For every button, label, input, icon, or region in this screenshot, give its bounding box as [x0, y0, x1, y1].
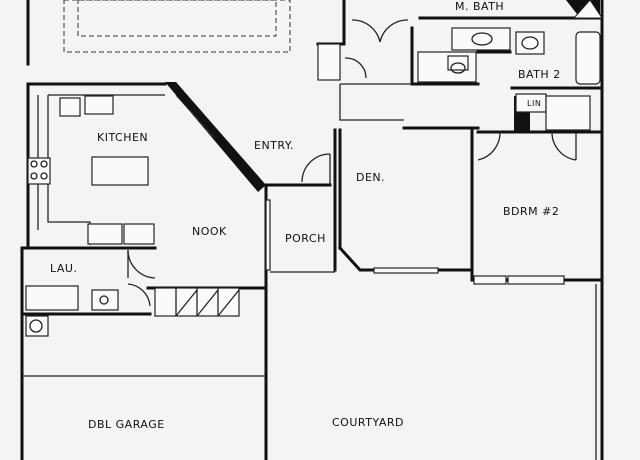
- master-bedroom-area: [63, 0, 291, 53]
- master-bath-area: [342, 0, 603, 86]
- label-bath-2: BATH 2: [518, 68, 561, 81]
- label-m-bath: M. BATH: [455, 0, 504, 13]
- hallway-area: [316, 42, 512, 121]
- label-porch: PORCH: [285, 232, 326, 245]
- label-nook: NOOK: [192, 225, 227, 238]
- laundry-area: [25, 283, 151, 337]
- bathtub: [575, 31, 601, 85]
- label-kitchen: KITCHEN: [97, 131, 148, 144]
- kitchen-island: [91, 156, 149, 186]
- range: [27, 157, 51, 185]
- label-den: DEN.: [356, 171, 385, 184]
- bath-2-area: [510, 31, 602, 132]
- kitchen-area: [27, 82, 266, 245]
- label-lau: LAU.: [50, 262, 77, 275]
- bedroom-2-area: [470, 130, 604, 285]
- label-dbl-garage: DBL GARAGE: [88, 418, 165, 431]
- den-area: [337, 126, 480, 282]
- kitchen-sink: [84, 95, 114, 115]
- label-bdrm-2: BDRM #2: [503, 205, 559, 218]
- entry-porch-area: [264, 128, 337, 273]
- bath-2-sink: [515, 31, 545, 55]
- label-lin: LIN: [527, 99, 541, 108]
- label-entry: ENTRY.: [254, 139, 294, 152]
- label-courtyard: COURTYARD: [332, 416, 404, 429]
- laundry-sink: [91, 289, 119, 311]
- storage-cabinets: [154, 287, 240, 317]
